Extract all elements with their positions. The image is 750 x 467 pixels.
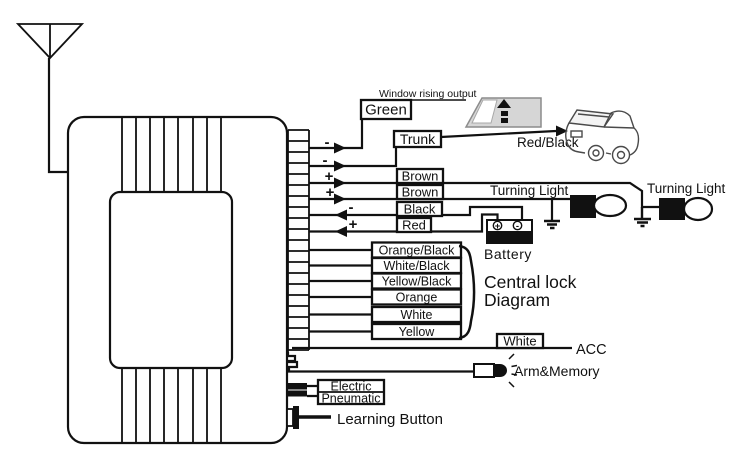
green-label: Green: [365, 102, 407, 119]
brown-upper-label: Brown: [402, 169, 439, 184]
brown-lower-label-box: [395, 183, 445, 201]
window-rising-icon: [464, 97, 542, 128]
electric-pneumatic: Electric Pneumatic: [286, 378, 386, 405]
control-unit-ribs-top: [121, 118, 222, 192]
brown-upper-label-box: [395, 167, 445, 185]
wire-green: [309, 119, 364, 150]
acc-label: ACC: [576, 342, 607, 358]
battery-positive-terminal: +: [495, 221, 501, 232]
polarity-red: +: [349, 216, 358, 233]
battery-icon: + -: [486, 219, 533, 244]
turning-light-right-icon: [659, 196, 714, 222]
black-label: Black: [404, 202, 436, 217]
arrow-right-icon: [334, 193, 346, 205]
central-lock-bracket: [458, 244, 476, 340]
white-acc-label-box: [495, 332, 545, 350]
orange-label: Orange: [396, 291, 438, 305]
red-label-box: [395, 216, 433, 234]
led-icon: [473, 353, 518, 388]
wire-arm-memory: [286, 352, 474, 373]
car-icon: [565, 109, 640, 165]
antenna-icon: [15, 23, 85, 174]
arrow-right-icon: [334, 160, 346, 172]
control-unit: [66, 115, 289, 445]
arrow-left-icon: [335, 226, 347, 237]
turning-light-left-icon: [570, 193, 628, 218]
white-black-label: White/Black: [384, 259, 451, 273]
central-lock-label-line2: Diagram: [484, 290, 550, 310]
control-unit-ribs-bottom: [121, 368, 222, 442]
yellow-label-box: [370, 322, 463, 341]
battery-label: Battery: [484, 246, 532, 262]
wire-trunk-to-car: [440, 129, 557, 139]
polarity-brown-upper: +: [325, 168, 334, 185]
control-unit-inner: [108, 190, 234, 370]
white-acc-label: White: [503, 334, 536, 349]
pneumatic-label: Pneumatic: [321, 391, 380, 405]
pneumatic-connector-icon: [286, 383, 307, 390]
white-label-box: [370, 305, 463, 324]
learning-button-plug-icon: [286, 406, 299, 429]
polarity-green: -: [325, 134, 330, 151]
wires: [286, 119, 661, 419]
polarity-brown-lower: +: [326, 184, 335, 201]
polarity-black: -: [349, 199, 354, 216]
arrow-right-icon: [334, 142, 346, 154]
electric-label: Electric: [331, 379, 372, 393]
arrow-right-icon: [556, 125, 568, 137]
yellow-label: Yellow: [399, 325, 436, 339]
ground-icon: [634, 207, 651, 228]
white-label: White: [401, 308, 433, 322]
battery-negative-terminal: -: [516, 221, 519, 232]
polarity-signs: - - + + - +: [323, 134, 358, 233]
learning-button-label: Learning Button: [337, 411, 443, 428]
central-lock-label-line1: Central lock: [484, 272, 577, 292]
brown-lower-label: Brown: [402, 185, 439, 200]
arrow-right-icon: [334, 177, 346, 189]
arrow-left-icon: [335, 209, 347, 221]
red-label: Red: [402, 218, 426, 233]
wire-brown-upper: [309, 181, 661, 209]
free-texts: Window rising output Red/Black Turning L…: [337, 88, 726, 428]
yellow-black-label: Yellow/Black: [382, 275, 452, 289]
black-label-box: [395, 200, 444, 218]
turning-light-left-label: Turning Light: [490, 183, 569, 198]
trunk-label-box: [392, 129, 443, 149]
wire-electric: [307, 384, 318, 398]
turning-light-right-label: Turning Light: [647, 181, 726, 196]
window-rising-output-label: Window rising output: [379, 88, 477, 100]
polarity-trunk: -: [323, 152, 328, 169]
arm-memory-label: Arm&Memory: [514, 363, 600, 379]
wire-label-boxes: Green Trunk Brown Brown Black Red Orange…: [359, 98, 545, 350]
pneumatic-connector-icon: [286, 390, 307, 397]
wire-arrows: [334, 125, 568, 237]
orange-black-label: Orange/Black: [379, 244, 455, 258]
orange-label-box: [370, 288, 463, 306]
red-black-label: Red/Black: [517, 135, 579, 150]
ground-icon: [544, 219, 560, 230]
trunk-label: Trunk: [400, 131, 436, 147]
